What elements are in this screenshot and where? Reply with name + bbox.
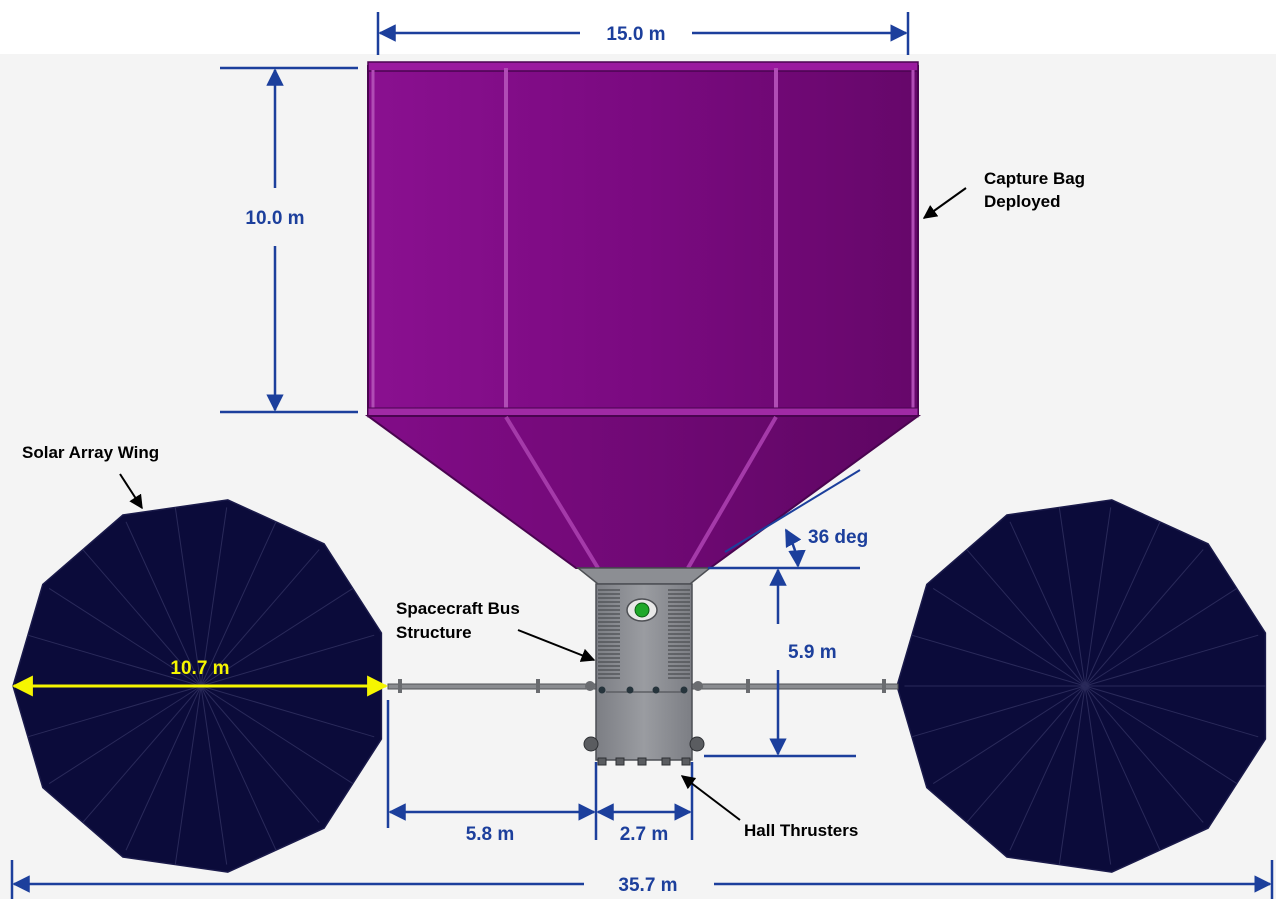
dimension-lines	[10, 12, 1274, 899]
capture-bag-box	[367, 65, 919, 415]
cone-angle-label: 36 deg	[808, 527, 868, 548]
callout-arrows	[119, 187, 967, 821]
hall-thrusters	[583, 736, 705, 766]
bag-width-label: 15.0 m	[606, 24, 665, 45]
bus-callout-1: Spacecraft Bus	[396, 599, 520, 618]
solar-array-right	[896, 499, 1267, 873]
solar-array-callout: Solar Array Wing	[22, 443, 159, 462]
boom-length-label: 5.8 m	[466, 824, 515, 845]
capture-bag-callout-1: Capture Bag	[984, 169, 1085, 188]
spacecraft-bus	[575, 567, 713, 766]
thrusters-callout: Hall Thrusters	[744, 821, 858, 840]
bus-height-label: 5.9 m	[788, 642, 837, 663]
bag-height-label: 10.0 m	[245, 208, 304, 229]
overall-span-label: 35.7 m	[618, 875, 677, 896]
capture-bag	[364, 61, 922, 570]
capture-bag-callout-2: Deployed	[984, 192, 1061, 211]
array-diameter-label: 10.7 m	[170, 658, 229, 679]
bus-callout-2: Structure	[396, 623, 472, 642]
bus-width-label: 2.7 m	[620, 824, 669, 845]
